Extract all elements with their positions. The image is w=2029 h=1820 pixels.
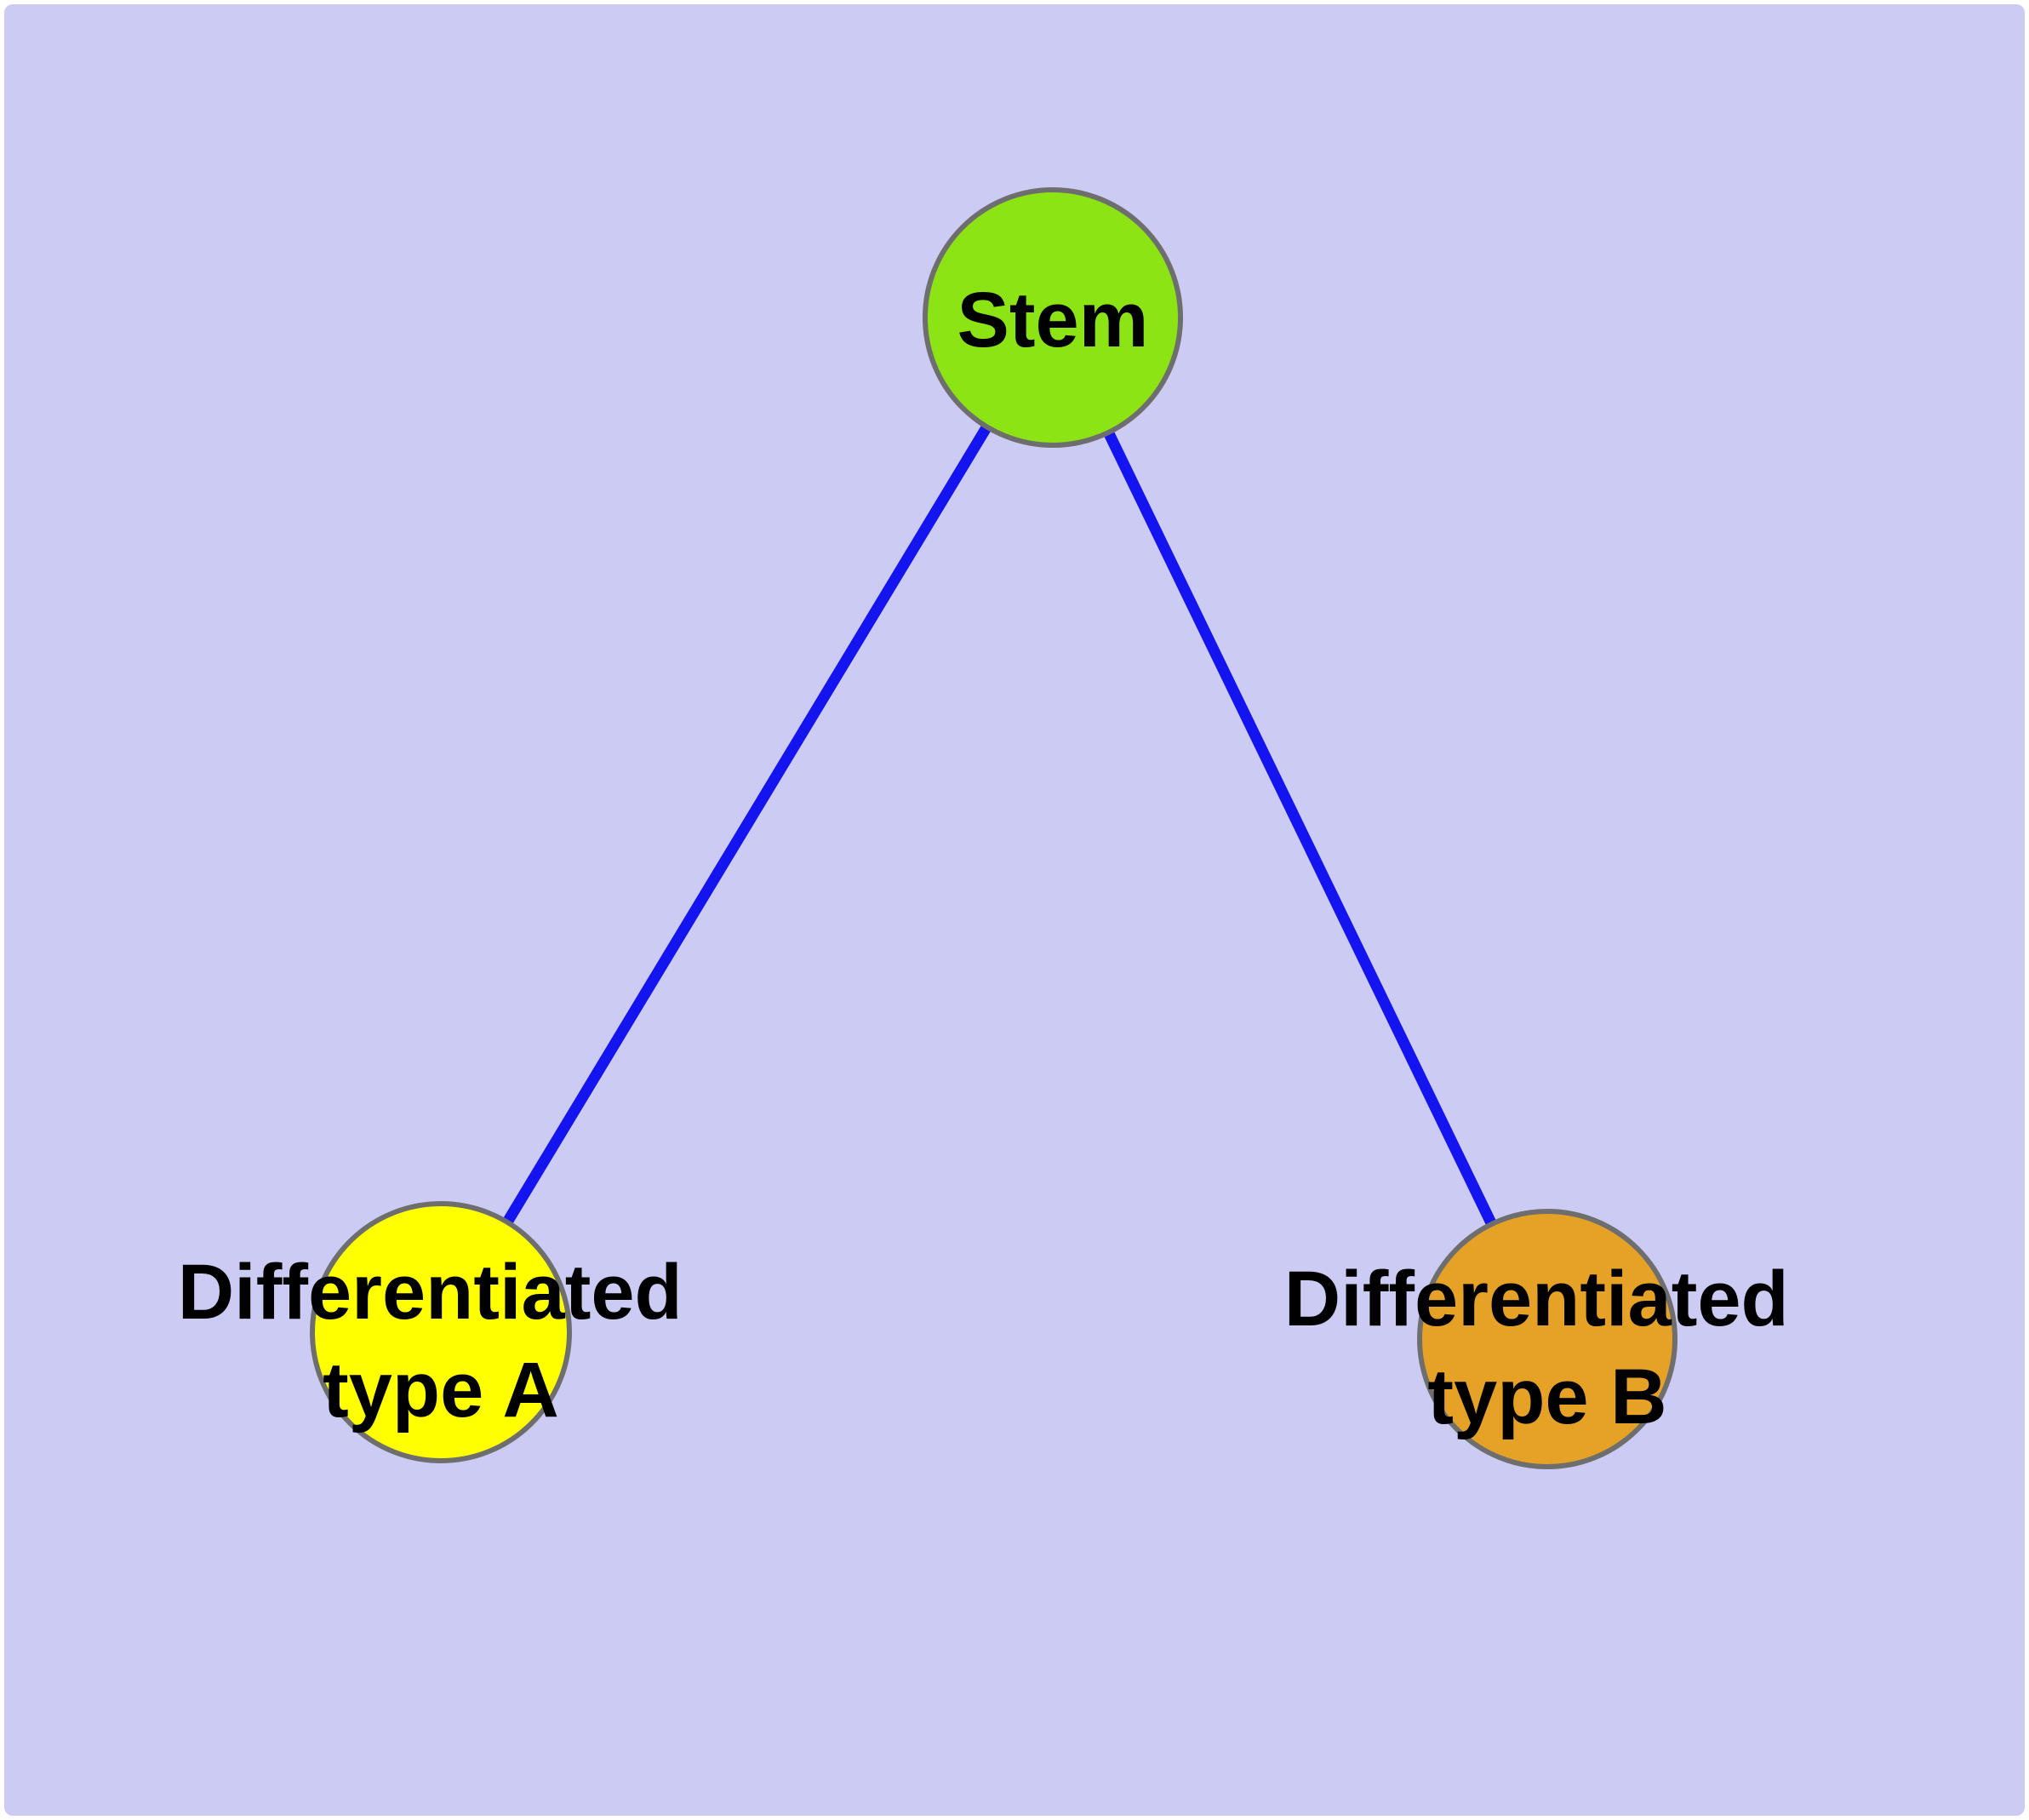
node-differentiated-type-b — [1417, 1209, 1677, 1469]
node-differentiated-type-a — [310, 1201, 572, 1463]
node-differentiated-type-a-label-line1: Differentiated — [178, 1249, 683, 1336]
node-stem — [923, 187, 1183, 448]
node-differentiated-type-a-label: Differentiated type A — [178, 1249, 705, 1434]
node-differentiated-type-b-label-line2: type B — [1427, 1354, 1666, 1440]
node-differentiated-type-b-label: Differentiated type B — [1284, 1256, 1811, 1440]
edge-stem-to-type-b — [1048, 315, 1552, 1342]
edge-stem-to-type-a — [436, 314, 1058, 1336]
node-differentiated-type-b-label-line1: Differentiated — [1284, 1256, 1789, 1342]
node-stem-label: Stem — [957, 277, 1149, 363]
node-differentiated-type-a-label-line2: type A — [323, 1347, 559, 1434]
